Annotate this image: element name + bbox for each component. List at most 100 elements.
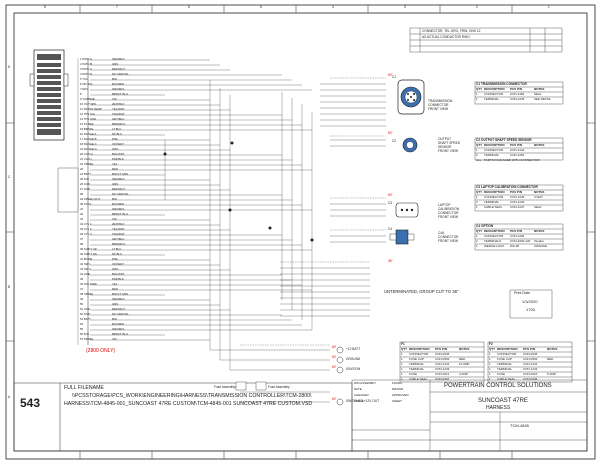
tcm-pin-label: 43 SW 2 <box>80 267 91 272</box>
table-header-cell: NOTES <box>534 189 545 194</box>
wire-color-label: GRN <box>112 182 119 187</box>
table-cell: CON-1247 <box>510 204 525 209</box>
wire-color-label: ORG <box>112 147 119 152</box>
tcm-pin-label: 1 PATH A <box>80 57 92 62</box>
tcm-pin-label: 26 GND <box>80 182 91 187</box>
wire-color-label: PNK <box>112 137 118 142</box>
wire-color-label: VIO <box>112 217 117 222</box>
table-cell: 1 <box>401 371 403 376</box>
tcm-pin-label: 54 <box>80 322 84 327</box>
table-cell: 5 AMP <box>547 371 556 376</box>
table-cell: CON-0045 <box>523 351 538 356</box>
table-cell: CABLE SEAL <box>484 204 503 209</box>
tcm-pin-label: 16 RANGE A <box>80 132 97 137</box>
col-label-7: 7 <box>116 5 118 9</box>
table-cell: CON-0502 <box>435 356 450 361</box>
table-header-cell: QTY <box>476 86 483 91</box>
table-cell: WA-96 <box>510 243 520 248</box>
title-block-field: APPROVED <box>392 393 409 397</box>
wire-color-label: BRN/LT BLU <box>112 212 128 217</box>
wire-color-label: GRN <box>112 62 119 67</box>
table-cell: CON-1254 <box>510 152 525 157</box>
wire-color-label: PNK/BLK <box>112 277 124 282</box>
tcm-pin-label: 28 <box>80 192 84 197</box>
tcm-pin-label: 18 RANGE C <box>80 142 97 147</box>
wire-color-label: RED/WHT <box>112 67 126 72</box>
wire-color-label: BLK <box>112 197 118 202</box>
table-header-cell: DESCRIPTION <box>484 228 505 233</box>
tcm-pin-label: 30 TACH <box>80 202 92 207</box>
table-cell: CONNECTOR <box>409 351 429 356</box>
title-block-field: FINISH <box>392 381 402 385</box>
dim-label: 60" <box>388 193 393 197</box>
table-cell: RED <box>459 356 466 361</box>
tcm-pin-label: 32 <box>80 212 84 217</box>
row-label-d: D <box>8 65 11 69</box>
tcm-pin-label: 48 SPARE <box>80 292 94 297</box>
drawing-title-2: HARNESS <box>486 405 511 411</box>
dim-label: 60" <box>388 131 393 135</box>
table-header-cell: DESCRIPTION <box>409 346 430 351</box>
table-cell: 1 <box>476 243 478 248</box>
table-cell: 1 <box>489 376 491 381</box>
tcm-pin-label: 38 <box>80 242 84 247</box>
wire-color-label: DK GRN/YEL <box>112 72 129 77</box>
2800-only-note: (2800 ONLY) <box>86 348 116 354</box>
table-cell: CON-1264 <box>510 233 525 238</box>
wire-color-label: TAN/WHT <box>112 232 125 237</box>
col-label-6: 6 <box>188 5 190 9</box>
wire-color-label: DK BLU <box>112 252 123 257</box>
wire-color-label: GRN <box>112 302 119 307</box>
wire-color-label: VIO/WHT <box>112 262 124 267</box>
wire-color-label: BLK/LT GRN <box>112 172 129 177</box>
tcm-pin-label: 56 IGN <box>80 332 89 337</box>
table-header-cell: PCS P/N <box>510 142 523 147</box>
table-cell: CON-0502 <box>523 356 538 361</box>
wire-color-label: ORG/BLK <box>112 207 125 212</box>
table-cell: 1 <box>476 91 478 96</box>
wire-color-label: DK BLU <box>112 132 123 137</box>
wire-color-label: ORG <box>112 267 119 272</box>
tcm-pin-label: 50 <box>80 302 84 307</box>
table-cell: TERMINALS <box>484 238 502 243</box>
table-cell: CONNECTOR <box>484 147 504 152</box>
part-number: TCM-4845 <box>510 423 529 428</box>
wire-color-label: BLK/RED <box>112 82 124 87</box>
tcm-pin-label: 47 <box>80 287 84 292</box>
col-label-2: 2 <box>476 5 478 9</box>
table-cell: 1 <box>489 356 491 361</box>
col-label-1: 1 <box>548 5 550 9</box>
dim-label: 60" <box>332 397 337 401</box>
c1-label-2: CONNECTOR <box>428 103 449 107</box>
wire-color-label: YEL/WHT <box>112 107 125 112</box>
c4-label-3: FRONT VIEW <box>438 239 458 243</box>
dim-label: 36" <box>388 259 393 263</box>
revision-row: CONNECTOR, TEL ORG, FRIN, GNS 12 <box>422 29 481 33</box>
fuse-assembly-label: Fuse Assembly <box>268 385 290 389</box>
wire-color-label: ORG/BLK <box>112 177 125 182</box>
wire-color-label: BLK <box>112 317 118 322</box>
title-block-field: DIM ASSEMBLY <box>354 381 377 385</box>
table-header-cell: QTY <box>476 228 483 233</box>
wire-color-label: BLK/RED <box>112 322 124 327</box>
tcm-pin-label: 52 GND <box>80 312 91 317</box>
table-cell: CON-1284 <box>510 91 525 96</box>
c1-table-title: C1 TRANSMISSION CONNECTOR <box>476 82 527 86</box>
tcm-pin-label: 20 CAN H <box>80 152 93 157</box>
tcm-pin-label: 25 IGN <box>80 177 89 182</box>
table-cell: CON-0210 <box>523 371 538 376</box>
table-header-cell: DESCRIPTION <box>484 189 505 194</box>
tcm-pin-label: 14 5V REF <box>80 122 94 127</box>
c3-label-1: LAPTOP <box>438 203 451 207</box>
table-header-cell: NOTES <box>547 346 558 351</box>
tcm-pin-label: 31 <box>80 207 84 212</box>
c4-table-title: C4 OPTION <box>476 224 494 228</box>
c2-label-2: SHAFT SPEED <box>438 141 461 145</box>
table-cell: CON-1243 <box>435 366 450 371</box>
unterminated-note: UNTERMINATED, GROUP CUT TO 36" <box>384 289 459 294</box>
tcm-pin-label: 8 <box>80 92 82 97</box>
table-cell: 1 <box>401 376 403 381</box>
table-cell: 2 <box>476 238 478 243</box>
company-name: POWERTRAIN CONTROL SOLUTIONS <box>444 383 552 389</box>
